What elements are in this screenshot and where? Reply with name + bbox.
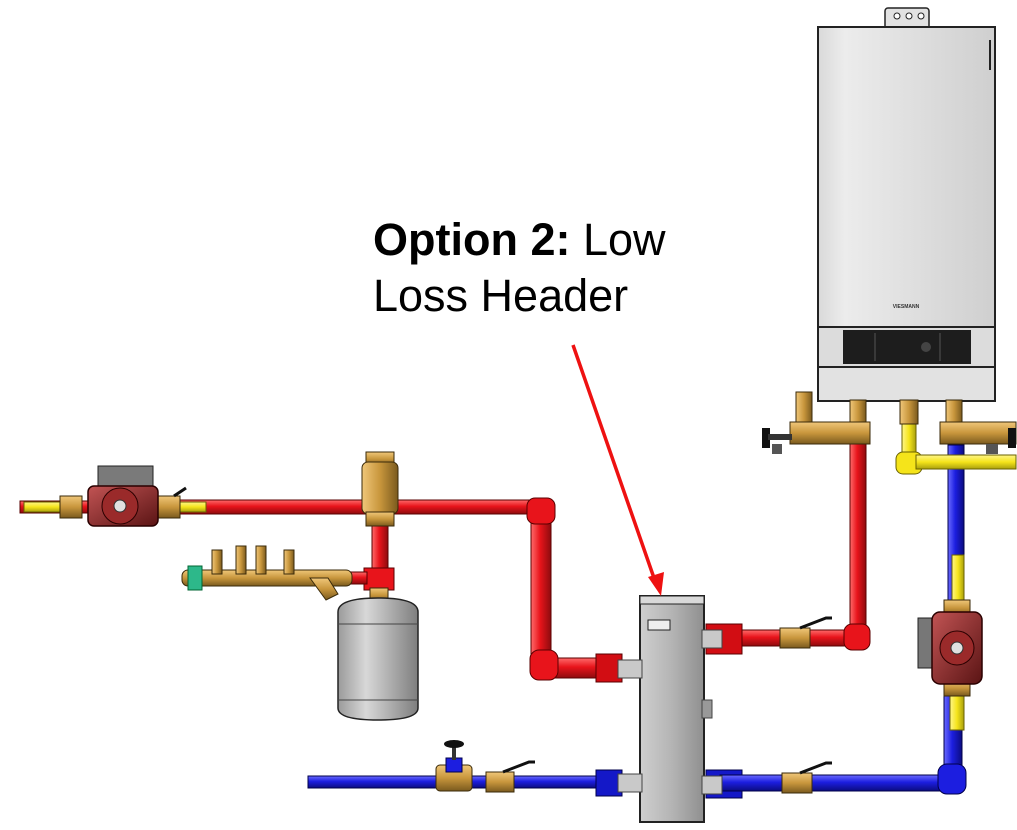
callout-line1-text: Low <box>570 214 665 265</box>
system-circulator-pump <box>60 466 186 526</box>
air-separator <box>362 452 398 526</box>
boiler-gas-valve <box>900 400 918 424</box>
boiler-base <box>818 367 995 401</box>
option-2-callout: Option 2: Low Loss Header <box>373 212 753 324</box>
boiler: VIESMANN <box>818 8 995 401</box>
boiler-brand-badge: VIESMANN <box>893 304 920 310</box>
fill-valve-assembly <box>182 546 352 600</box>
callout-arrow <box>573 345 664 596</box>
callout-line2-text: Loss Header <box>373 270 628 321</box>
expansion-tank <box>338 588 418 720</box>
gas-piping <box>24 420 1016 730</box>
boiler-circulator-pump <box>918 600 982 696</box>
boiler-cabinet <box>818 27 995 327</box>
gate-valve-return <box>436 740 472 791</box>
low-loss-header <box>618 596 722 822</box>
callout-bold-label: Option 2: <box>373 214 570 265</box>
